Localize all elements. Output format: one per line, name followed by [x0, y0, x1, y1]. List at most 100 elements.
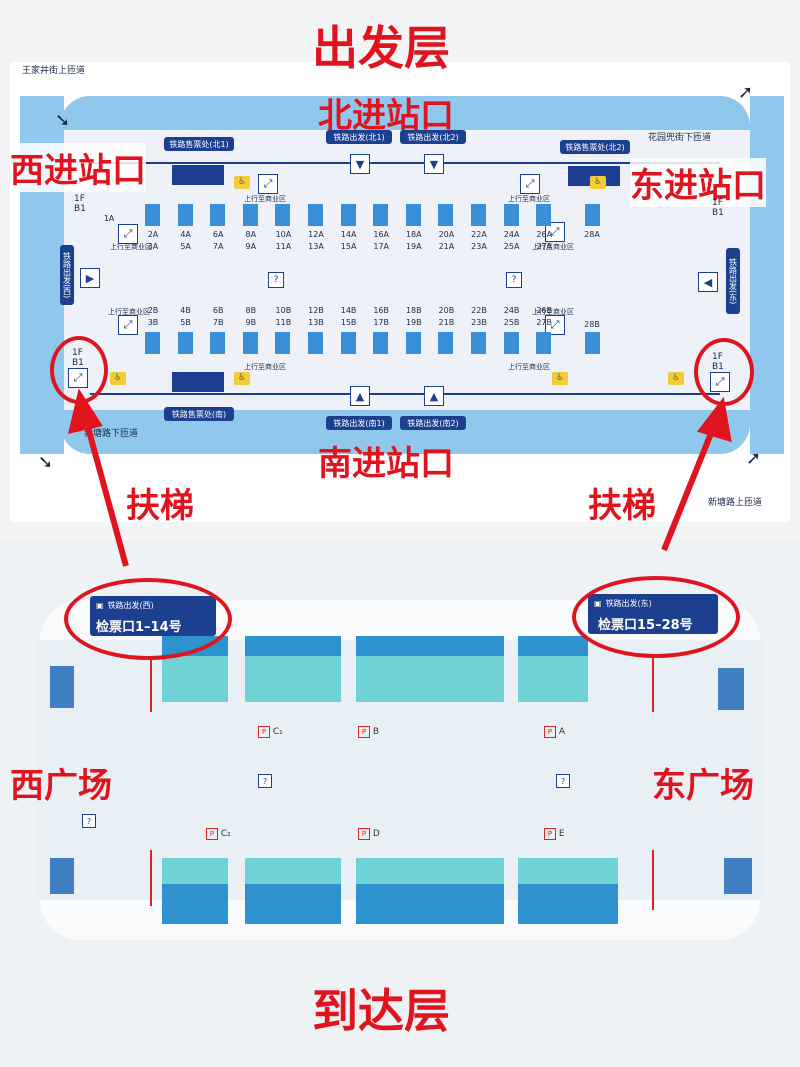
floor-label-left-top-b1: B1 [74, 204, 86, 214]
info-icon-right: ? [506, 272, 522, 288]
gate-label-22b: 22B [471, 306, 487, 315]
label-west-plaza: 西广场 [10, 766, 112, 806]
gate-label-16b: 16B [373, 306, 390, 315]
gate-block-top-13 [536, 204, 552, 226]
gate-label-9b: 9B [245, 318, 257, 327]
gate-label-6a: 6A [212, 230, 224, 239]
info-icon-left: ? [268, 272, 284, 288]
area-marker-c1: P C₁ [258, 726, 283, 738]
gate-label-11a: 11A [275, 242, 292, 251]
entrance-north1-icon: ▼ [350, 154, 370, 174]
vertical-red-line-east-top [652, 656, 654, 712]
gate-label-22a: 22A [471, 230, 487, 239]
area-label-b: B [372, 727, 380, 737]
escalator-icon-mid-right: ⤢ [545, 222, 565, 242]
building-west-top [50, 666, 74, 708]
toilet-icon-2: ♿ [590, 176, 606, 189]
gate-label-19a: 19A [405, 242, 422, 251]
building-east-top [718, 668, 744, 710]
gate-block-bottom-3 [210, 332, 226, 354]
info-icon-arrival-1: ? [258, 774, 272, 788]
exit-east-sign: 铁路出发(东) [726, 248, 740, 314]
escalator-icon-low-left: ⤢ [118, 315, 138, 335]
gate-label-21b: 21B [438, 318, 455, 327]
parking-icon: P [544, 726, 556, 738]
gate-label-24b: 24B [503, 306, 520, 315]
title-departure: 出发层 [312, 21, 450, 75]
hall-line-top [90, 162, 720, 164]
gate-label-11b: 11B [275, 318, 292, 327]
platform-bottom-1-floor [162, 884, 228, 924]
info-icon-arrival-3: ? [82, 814, 96, 828]
gate-block-top-6 [308, 204, 323, 226]
entrance-south2-icon: ▲ [424, 386, 444, 406]
platform-bottom-4-floor [518, 884, 618, 924]
shop-label-top-left: 上行至商业区 [244, 195, 286, 203]
gate-28a-label: 28A [584, 230, 600, 239]
label-south-entrance: 南进站口 [318, 444, 454, 484]
gate-label-24a: 24A [503, 230, 520, 239]
platform-top-2-roof [245, 636, 341, 656]
floor-label-left-top-1f: 1F [74, 194, 85, 204]
gate-28b-label: 28B [584, 320, 600, 329]
platform-top-4-roof [518, 636, 588, 656]
gate-label-10b: 10B [275, 306, 292, 315]
gate-1a-label: 1A [103, 214, 115, 223]
gate-label-13a: 13A [308, 242, 324, 251]
gate-block-bottom-7 [340, 332, 356, 354]
toilet-icon-3: ♿ [110, 372, 126, 385]
gate-label-19b: 19B [405, 318, 422, 327]
shop-label-mid-left: 上行至商业区 [110, 243, 152, 251]
gate-label-17a: 17A [373, 242, 390, 251]
platform-top-3-roof [356, 636, 504, 656]
gate-block-bottom-13 [536, 332, 552, 354]
escalator-icon-right-top: ⤢ [520, 174, 540, 194]
label-east-entrance: 东进站口 [630, 158, 766, 207]
ticket-office-north2: 铁路售票处(北2) [560, 140, 630, 154]
gate-label-18b: 18B [405, 306, 422, 315]
hall-line-bottom [90, 393, 720, 395]
area-label-d: D [372, 829, 380, 839]
gate-label-15b: 15B [340, 318, 357, 327]
gate-block-bottom-10 [438, 332, 454, 354]
label-north-entrance: 北进站口 [318, 96, 454, 136]
gate-label-3a: 3A [147, 242, 159, 251]
exit-west-sign: 铁路出发(西) [60, 245, 74, 305]
gate-block-bottom-5 [275, 332, 291, 354]
gate-label-7b: 7B [212, 318, 224, 327]
label-escalator-right: 扶梯 [588, 486, 656, 526]
area-marker-d: P D [358, 828, 380, 840]
exit-south1-sign: 铁路出发(南1) [326, 416, 392, 430]
gate-block-top-5 [275, 204, 291, 226]
sign-highlight-west [64, 578, 232, 660]
floor-label-right-top-b1: B1 [712, 208, 724, 218]
gate-block-bottom-8 [373, 332, 389, 354]
gate-label-18a: 18A [405, 230, 422, 239]
escalator-icon-mid-left: ⤢ [118, 224, 138, 244]
gate-block-bottom-11 [471, 332, 486, 354]
gate-label-17b: 17B [373, 318, 390, 327]
gate-block-top-1 [145, 204, 160, 226]
gate-label-6b: 6B [212, 306, 224, 315]
exit-north1-sign: 铁路出发(北1) [326, 130, 392, 144]
toilet-icon-1: ♿ [234, 176, 250, 189]
gate-label-10a: 10A [275, 230, 292, 239]
parking-icon: P [358, 828, 370, 840]
arrow-left [67, 388, 129, 567]
arrow-nw-icon: ➘ [55, 110, 71, 131]
vertical-red-line-west-top [150, 656, 152, 712]
parking-icon: P [544, 828, 556, 840]
gate-block-top-4 [242, 204, 258, 226]
area-marker-c2: P C₂ [206, 828, 231, 840]
entrance-south1-icon: ▲ [350, 386, 370, 406]
label-west-entrance: 西进站口 [10, 143, 146, 192]
gate-block-bottom-6 [308, 332, 323, 354]
gate-block-top-10 [438, 204, 454, 226]
area-marker-b: P B [358, 726, 379, 738]
gate-label-4a: 4A [180, 230, 191, 239]
parking-icon: P [358, 726, 370, 738]
gate-block-top-3 [210, 204, 226, 226]
gate-label-3b: 3B [147, 318, 159, 327]
area-label-a: A [558, 727, 566, 737]
gate-label-27a: 27A [536, 242, 553, 251]
